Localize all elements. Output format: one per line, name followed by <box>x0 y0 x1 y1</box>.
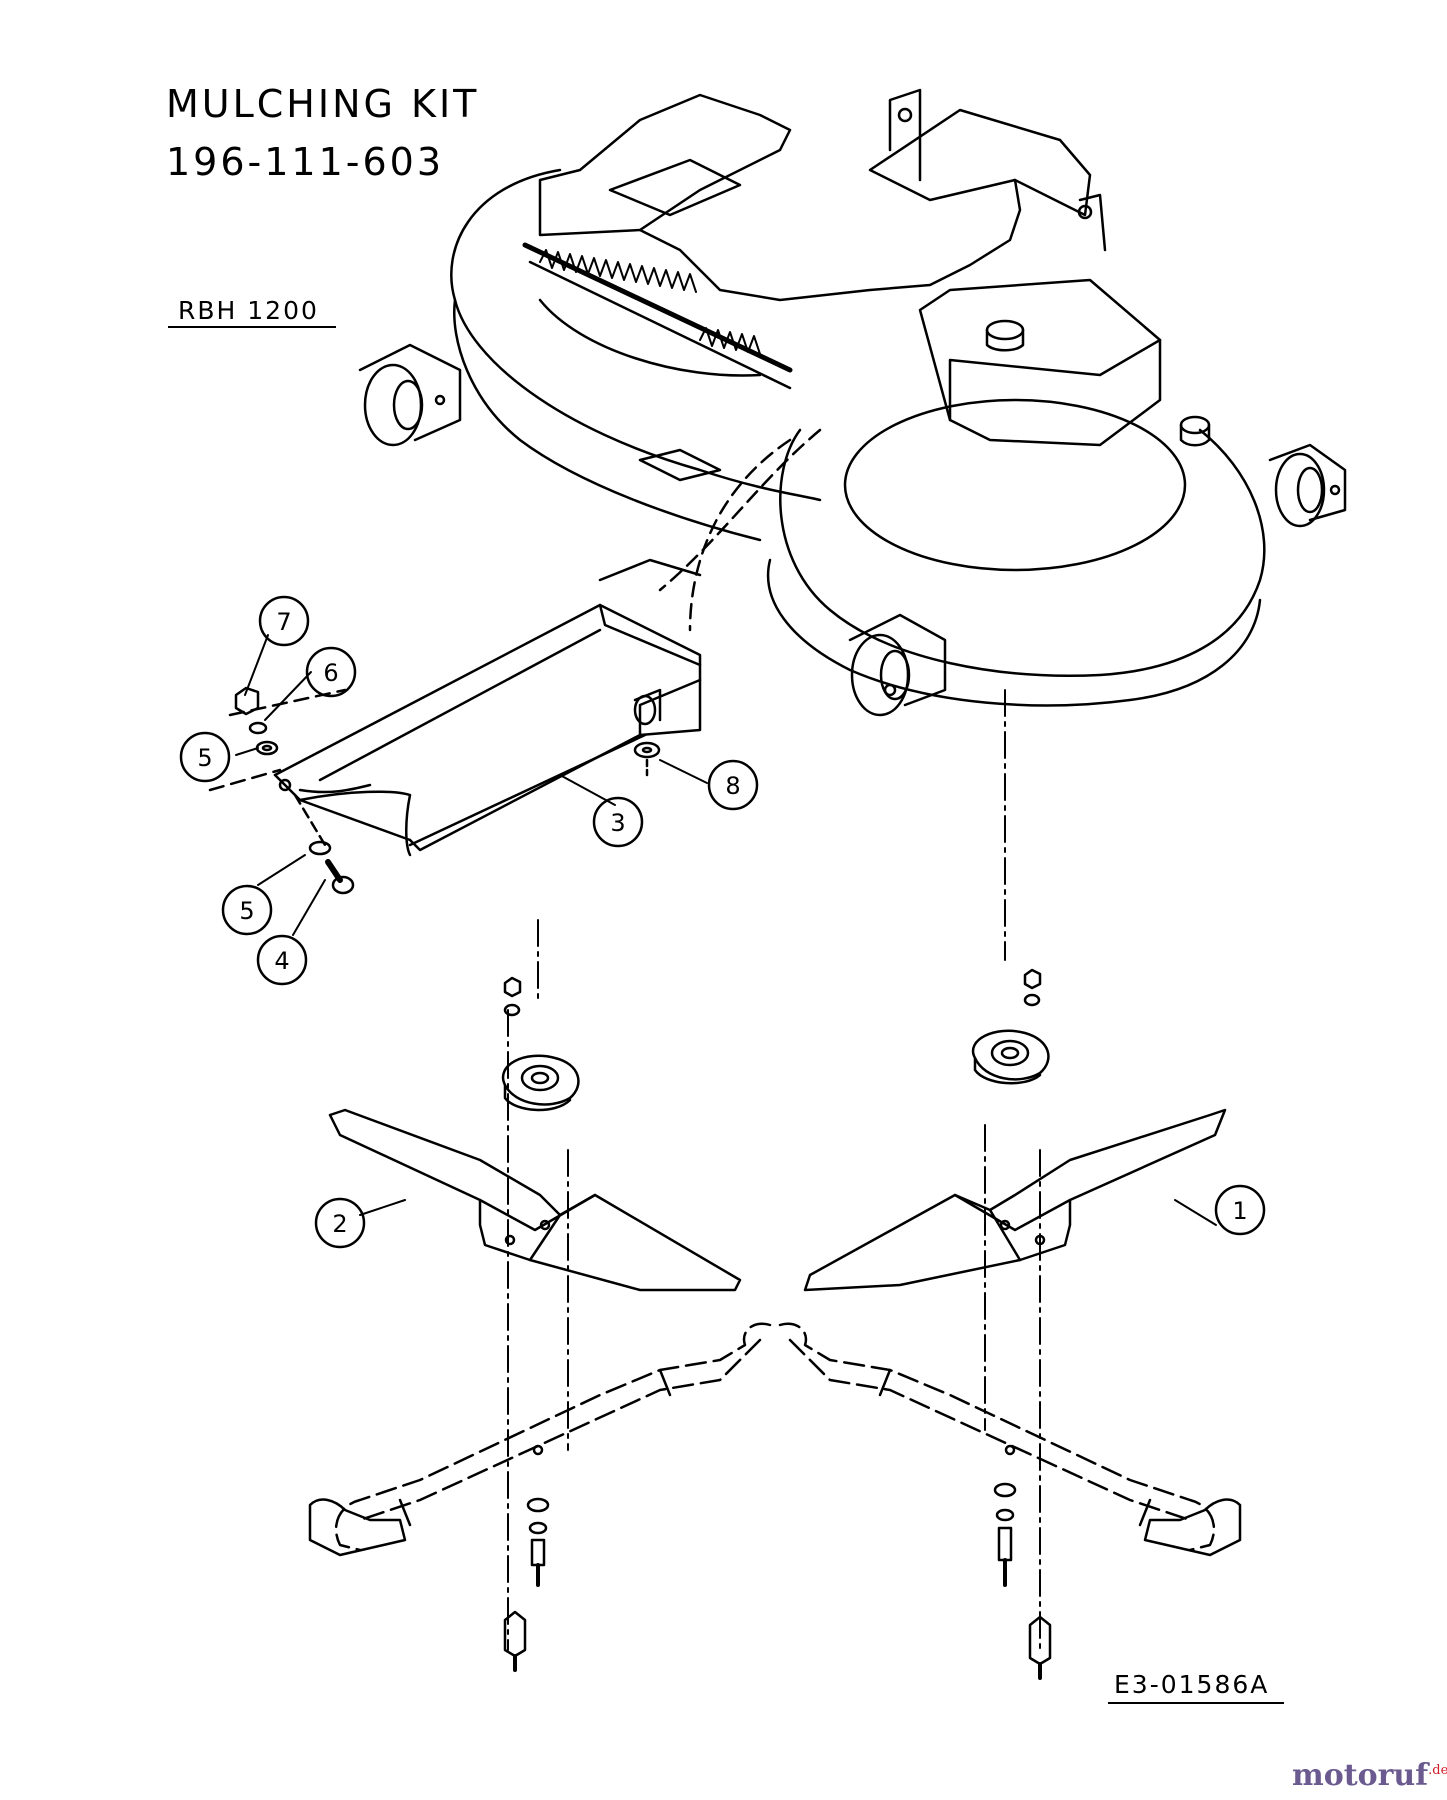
gauge-wheel-left <box>358 343 462 447</box>
callout-5-lower-number: 5 <box>239 897 254 925</box>
callout-3-number: 3 <box>610 809 625 837</box>
callout-8-number: 8 <box>725 772 740 800</box>
left-standard-blade <box>308 1322 772 1557</box>
chute-fasteners <box>208 686 661 895</box>
callout-1-number: 1 <box>1232 1197 1247 1225</box>
callout-5-upper-number: 5 <box>197 744 212 772</box>
gauge-wheel-front <box>848 613 947 717</box>
callout-5-lower: 5 <box>221 884 273 936</box>
watermark-logo: motoruf.de <box>1292 1758 1447 1793</box>
deflector-chute <box>273 603 702 857</box>
callout-2-number: 2 <box>332 1210 347 1238</box>
kit-title: MULCHING KIT <box>166 82 480 126</box>
callout-2: 2 <box>314 1197 366 1249</box>
mower-deck <box>358 88 1347 717</box>
callout-4: 4 <box>256 934 308 986</box>
upper-hardware <box>501 968 1050 1112</box>
watermark-tld: .de <box>1428 1763 1447 1778</box>
callout-leaders <box>235 634 1217 1226</box>
figure-code: E3-01586A <box>1114 1670 1270 1699</box>
callout-6-number: 6 <box>323 659 338 687</box>
right-mulching-blade <box>803 1108 1227 1292</box>
callout-7: 7 <box>258 595 310 647</box>
right-standard-blade <box>778 1322 1242 1557</box>
callout-3: 3 <box>592 796 644 848</box>
callout-7-number: 7 <box>276 608 291 636</box>
callout-6: 6 <box>305 646 357 698</box>
figure-code-underline <box>1108 1702 1284 1704</box>
callout-4-number: 4 <box>274 947 289 975</box>
kit-part-number: 196-111-603 <box>166 140 445 184</box>
callout-1: 1 <box>1214 1184 1266 1236</box>
assembly-center-lines <box>507 689 1041 1651</box>
watermark-brand: motoruf <box>1292 1758 1429 1793</box>
model-label: RBH 1200 <box>178 296 319 325</box>
model-underline <box>168 326 336 328</box>
callout-8: 8 <box>707 759 759 811</box>
left-mulching-blade <box>328 1108 742 1292</box>
tension-spring <box>539 249 761 355</box>
gauge-wheel-right <box>1268 443 1347 528</box>
callout-5-upper: 5 <box>179 731 231 783</box>
lower-hardware <box>503 1482 1052 1680</box>
